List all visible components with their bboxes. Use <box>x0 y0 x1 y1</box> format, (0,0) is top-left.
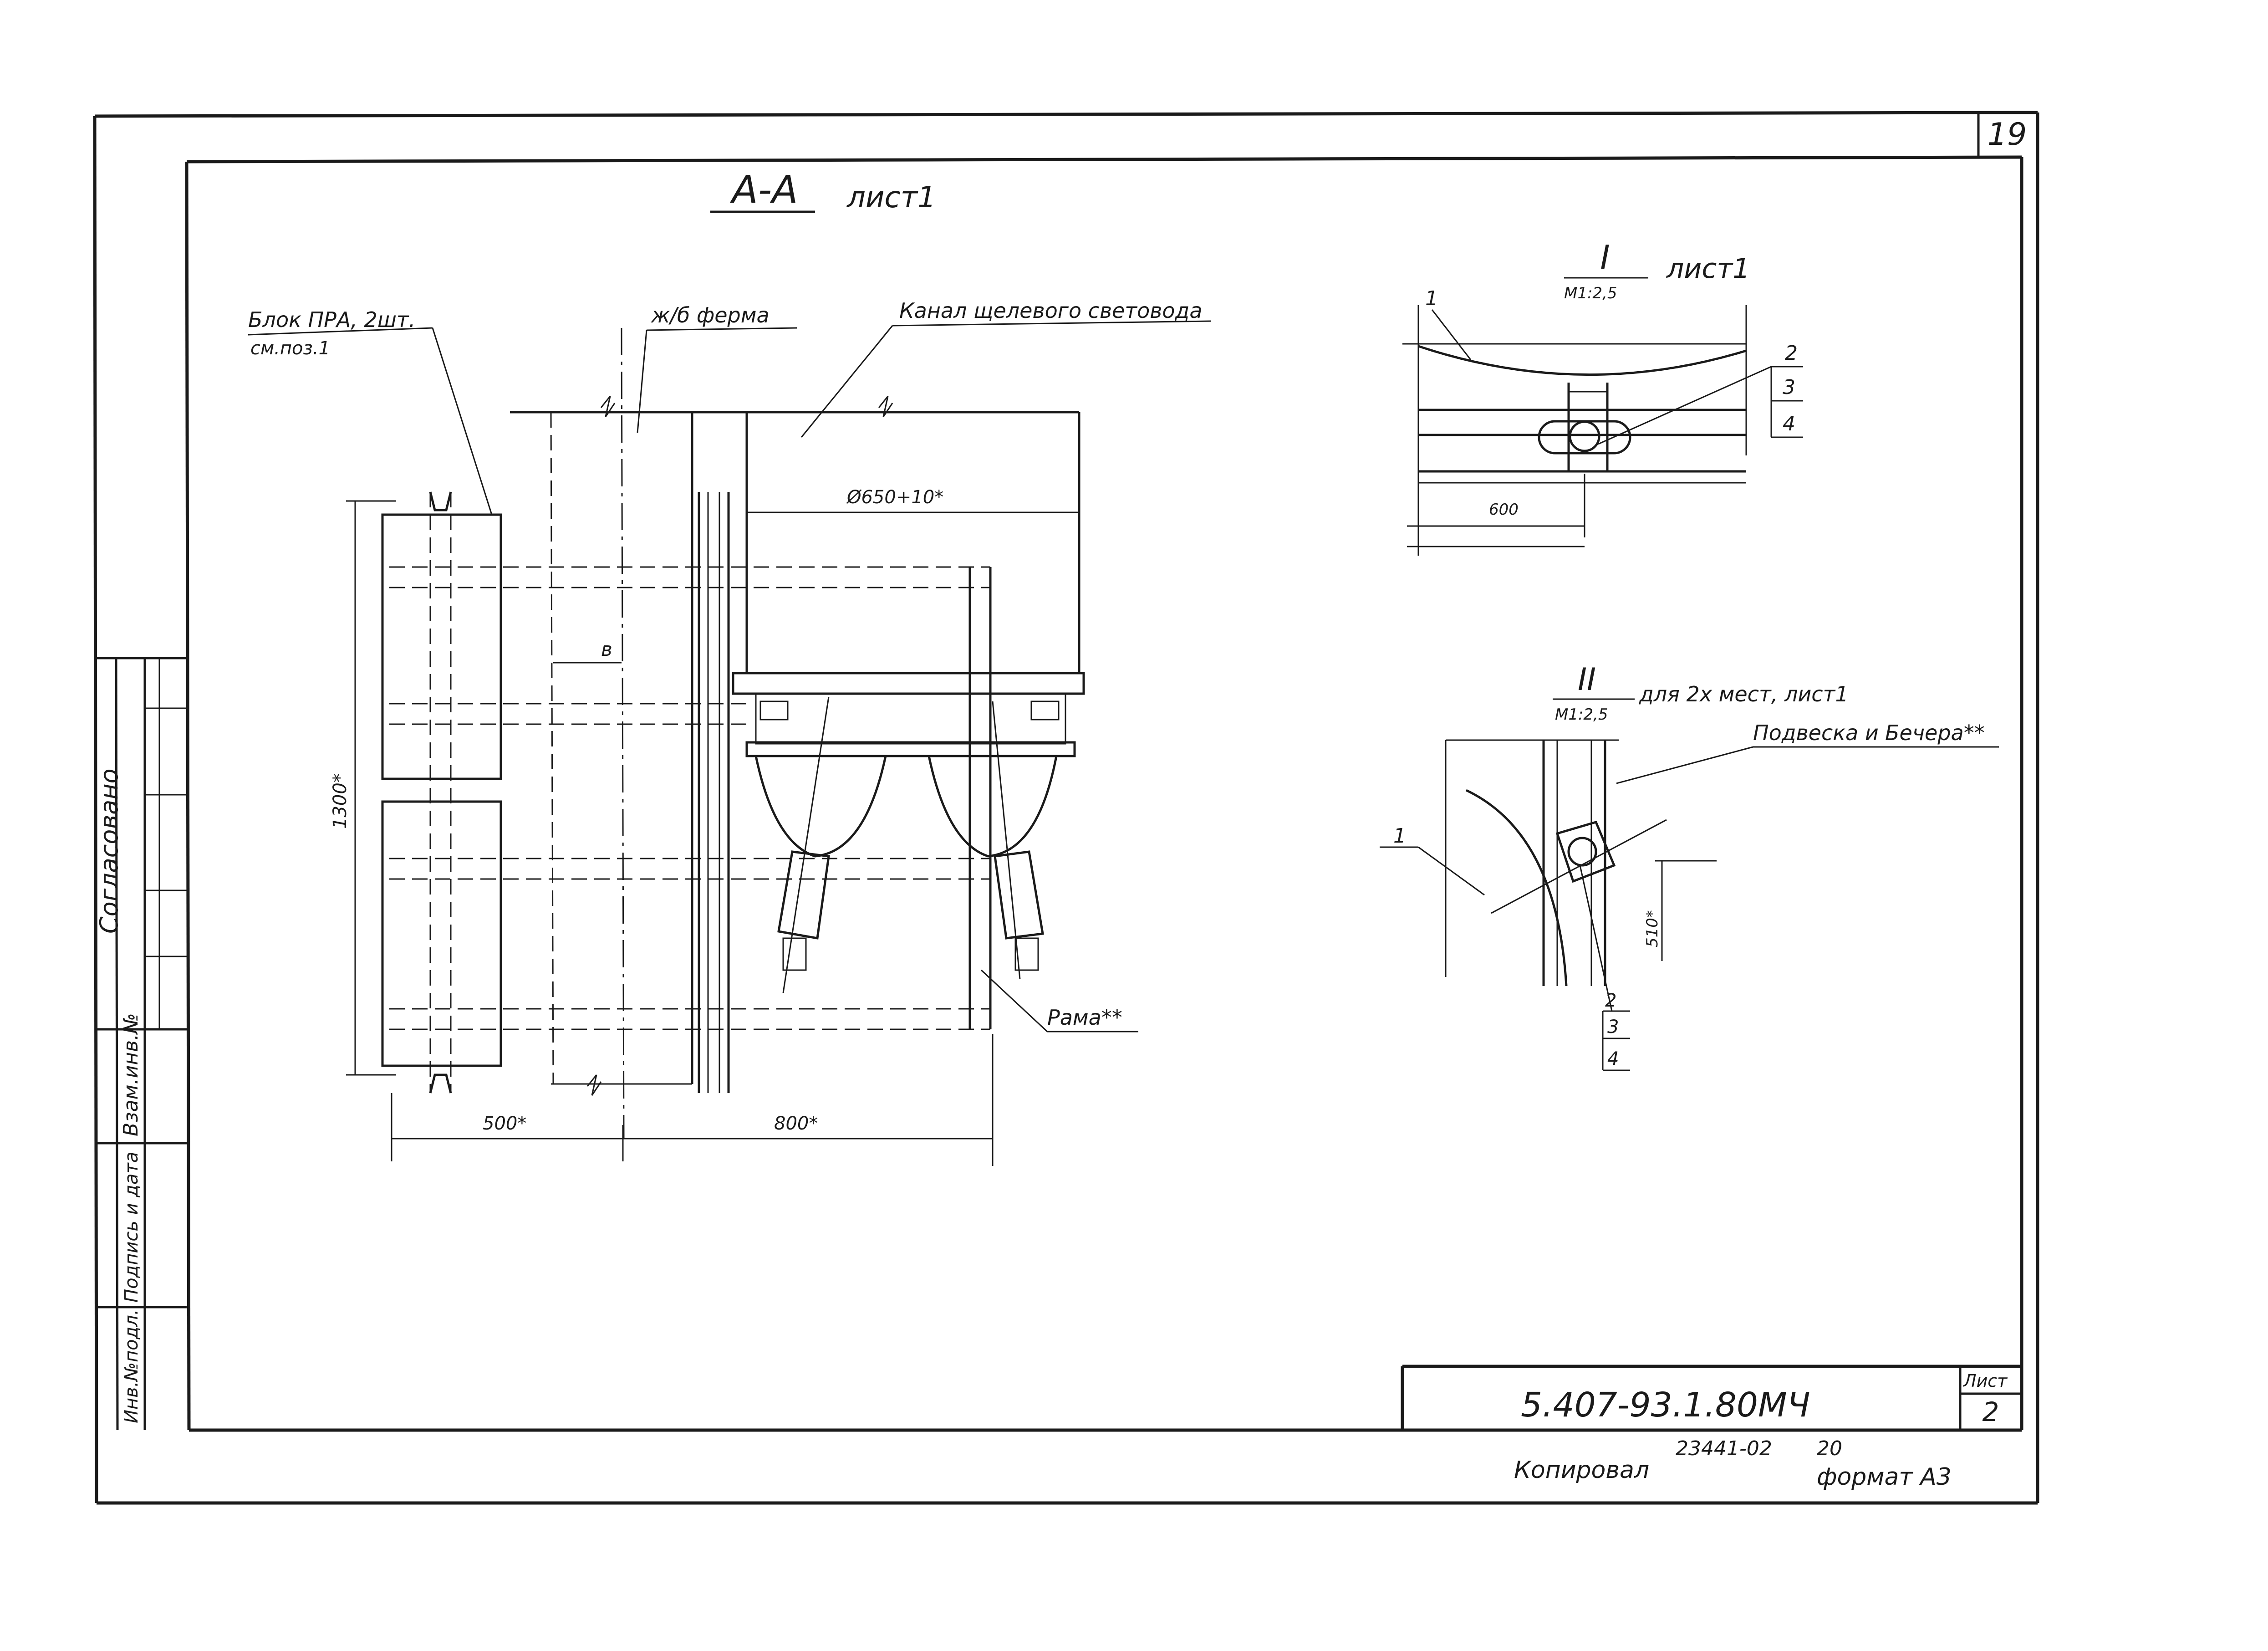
inner-frame <box>185 155 2023 1432</box>
left-width-dimension: 500* <box>483 1113 526 1134</box>
left-stamp-strip: Согласовано Взам.инв.№ Подпись и дата Ин… <box>95 657 187 1431</box>
sheet-top-number: 19 <box>1988 117 2027 153</box>
section-a-a: А-А лист1 Блок ПРА, 2шт. см.поз.1 ж/б фе… <box>248 167 1212 1166</box>
section-title: А-А <box>729 167 798 212</box>
detail-2-item-2: 2 <box>1605 990 1616 1011</box>
diameter-dimension: Ø650+10* <box>846 487 943 508</box>
copied-label: Копировал <box>1514 1457 1649 1484</box>
approved-label: Согласовано <box>95 768 123 934</box>
drawing-code: 5.407-93.1.80МЧ <box>1521 1385 1810 1425</box>
section-sheet-ref: лист1 <box>846 181 936 215</box>
detail-2-item-3: 3 <box>1607 1017 1619 1038</box>
detail-2-sheet-ref: для 2х мест, лист1 <box>1639 682 1849 706</box>
page-number: 20 <box>1817 1437 1842 1460</box>
detail-2-item-4: 4 <box>1607 1048 1619 1069</box>
order-number: 23441-02 <box>1676 1437 1772 1460</box>
detail-1-scale: М1:2,5 <box>1564 284 1617 302</box>
footer: Копировал 23441-02 20 формат А3 <box>1514 1437 1952 1491</box>
detail-1-item-1: 1 <box>1425 287 1438 310</box>
detail-2-title: II <box>1578 662 1596 698</box>
detail-1: I М1:2,5 лист1 600 1 2 3 4 <box>1402 238 1803 556</box>
sheet-number-box: 19 <box>1977 114 2027 157</box>
detail-2-dimension: 510* <box>1643 910 1662 947</box>
outer-frame <box>93 111 2039 1505</box>
height-dimension: 1300* <box>330 773 351 829</box>
title-block: 5.407-93.1.80МЧ Лист 2 <box>1401 1365 2022 1430</box>
detail-2-item-1: 1 <box>1393 824 1406 848</box>
frame-callout: Рама** <box>1047 1005 1122 1030</box>
sheet-number: 2 <box>1983 1396 1999 1427</box>
channel-callout: Канал щелевого световода <box>899 298 1203 323</box>
detail-1-sheet-ref: лист1 <box>1666 253 1750 285</box>
block-ref-callout: см.поз.1 <box>250 338 330 359</box>
detail-1-item-3: 3 <box>1783 376 1795 399</box>
detail-2-callout: Подвеска и <box>1753 721 1879 745</box>
b-dimension: в <box>601 638 612 660</box>
block-callout: Блок ПРА, 2шт. <box>248 307 415 332</box>
right-width-dimension: 800* <box>774 1113 818 1134</box>
format-label: формат А3 <box>1817 1463 1952 1491</box>
detail-1-title: I <box>1600 238 1610 276</box>
sheet-label: Лист <box>1962 1371 2008 1391</box>
detail-1-dimension: 600 <box>1489 501 1519 519</box>
truss-callout: ж/б ферма <box>651 303 770 327</box>
detail-1-item-4: 4 <box>1783 412 1795 435</box>
detail-1-item-2: 2 <box>1785 342 1798 365</box>
inv-orig-label: Инв.№подл. <box>121 1309 142 1423</box>
detail-2: II М1:2,5 для 2х мест, лист1 510* Подвес… <box>1380 662 1999 1071</box>
detail-2-scale: М1:2,5 <box>1555 705 1608 724</box>
detail-2-callout-2: Бечера** <box>1885 721 1985 745</box>
inv-replace-label: Взам.инв.№ <box>119 1013 143 1136</box>
sign-date-label: Подпись и дата <box>121 1152 142 1303</box>
